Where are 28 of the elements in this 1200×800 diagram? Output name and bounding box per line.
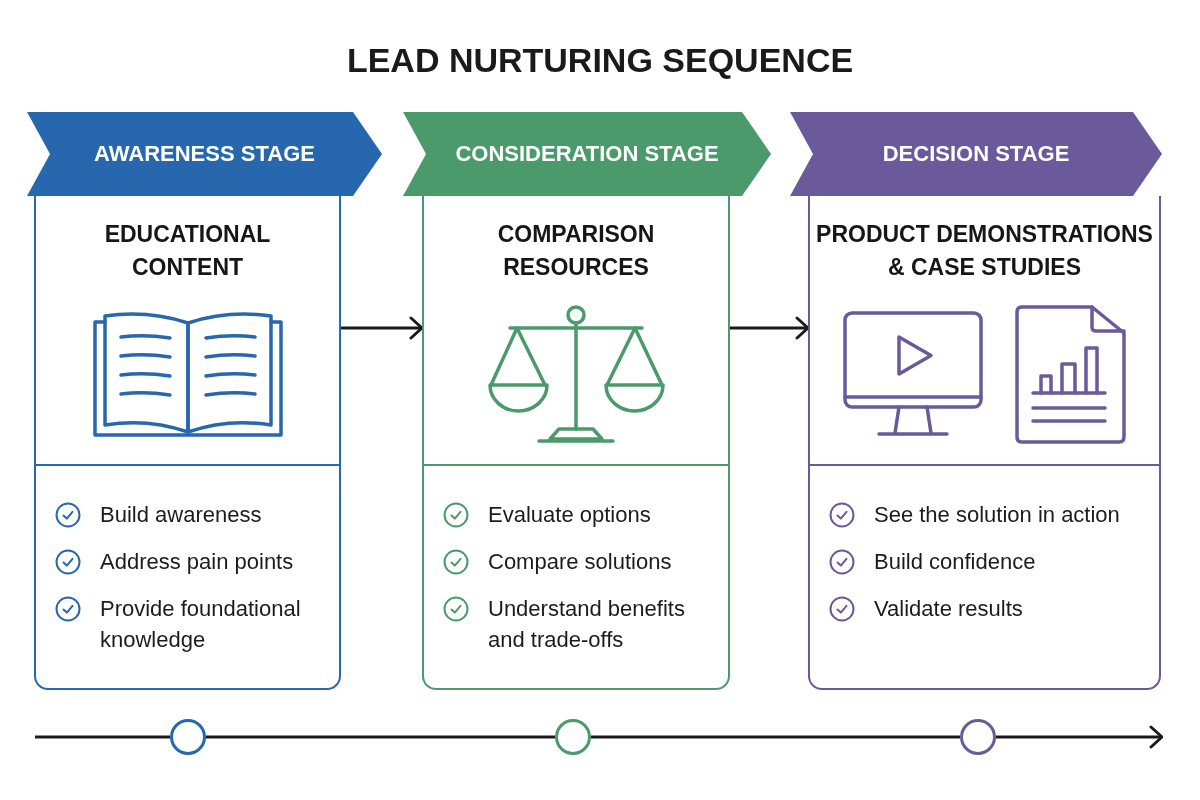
connector-line bbox=[591, 735, 960, 739]
chevron-banner bbox=[403, 112, 771, 196]
banner-label: CONSIDERATION STAGE bbox=[455, 140, 719, 168]
bullet-text: Build awareness bbox=[100, 501, 262, 529]
bullet-text: Provide foundational knowledge bbox=[100, 595, 302, 654]
arrow bbox=[730, 316, 810, 340]
bullet-text: Validate results bbox=[874, 595, 1023, 623]
bullet-text: Understand benefits and trade-offs bbox=[488, 595, 686, 654]
card-heading: COMPARISON RESOURCES bbox=[496, 220, 656, 282]
banner-label: AWARENESS STAGE bbox=[94, 140, 315, 168]
banner-label: DECISION STAGE bbox=[882, 140, 1070, 168]
stage-card bbox=[422, 196, 730, 690]
arrow bbox=[341, 316, 424, 340]
diagram-title: LEAD NURTURING SEQUENCE bbox=[346, 40, 854, 80]
bullet-text: Build confidence bbox=[874, 548, 1036, 576]
bullet-text: See the solution in action bbox=[874, 501, 1120, 529]
connector-line bbox=[206, 735, 555, 739]
bullet-text: Evaluate options bbox=[488, 501, 651, 529]
bullet-text: Address pain points bbox=[100, 548, 294, 576]
connector-line bbox=[35, 735, 170, 739]
arrow bbox=[996, 725, 1164, 749]
bullet-text: Compare solutions bbox=[488, 548, 672, 576]
stage-card bbox=[808, 196, 1161, 690]
card-heading: PRODUCT DEMONSTRATIONS & CASE STUDIES bbox=[815, 220, 1154, 282]
stage-card bbox=[34, 196, 341, 690]
chevron-banner bbox=[790, 112, 1162, 196]
card-heading: EDUCATIONAL CONTENT bbox=[103, 220, 272, 282]
chevron-banner bbox=[27, 112, 382, 196]
